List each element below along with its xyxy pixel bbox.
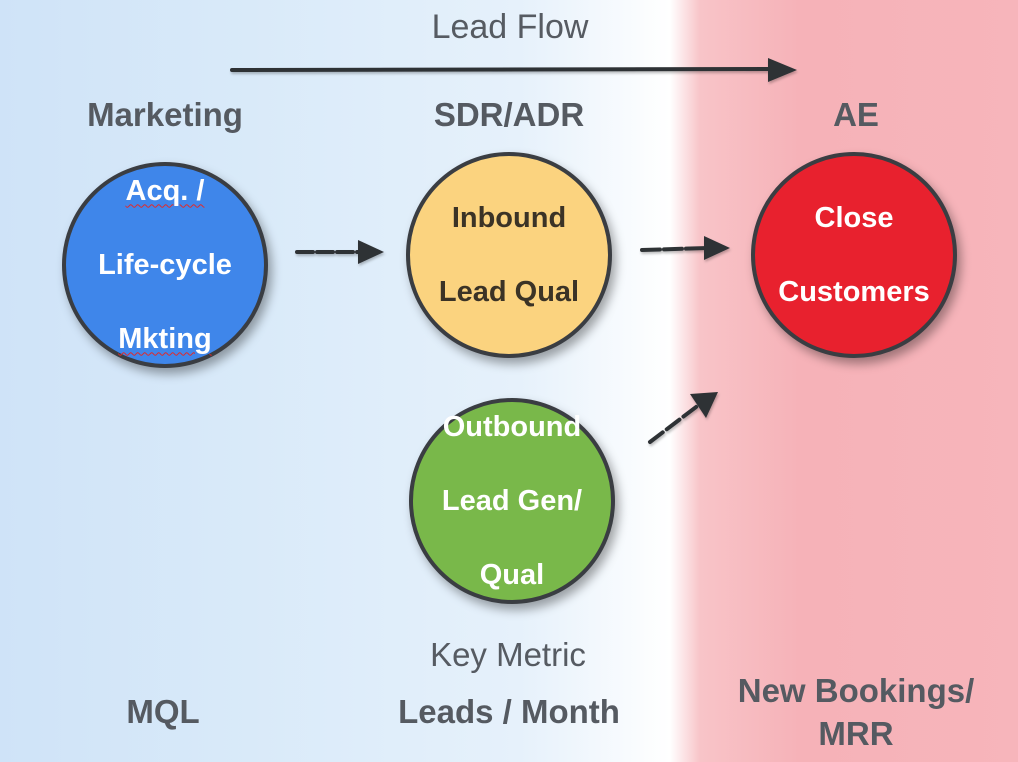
metric-ae-line1: New Bookings/ bbox=[737, 672, 975, 709]
node-acquisition-line2: Life-cycle bbox=[98, 248, 232, 281]
column-header-ae: AE bbox=[833, 96, 879, 133]
metric-sdr-adr: Leads / Month bbox=[398, 693, 620, 730]
metric-marketing: MQL bbox=[126, 693, 200, 730]
lead-flow-title: Lead Flow bbox=[431, 8, 589, 46]
column-header-marketing: Marketing bbox=[87, 96, 243, 133]
node-acquisition-line1: Acq. / bbox=[125, 174, 205, 207]
node-inbound-line2: Lead Qual bbox=[438, 275, 580, 308]
node-acquisition-label: Acq. / Life-cycle Mkting bbox=[98, 136, 232, 395]
node-outbound-line1: Outbound bbox=[442, 410, 582, 443]
metric-ae-line2: MRR bbox=[818, 715, 894, 752]
node-outbound-line3: Qual bbox=[479, 558, 545, 591]
node-outbound-line2: Lead Gen/ bbox=[441, 484, 583, 517]
node-close: Close Customers bbox=[751, 152, 957, 358]
node-inbound-line1: Inbound bbox=[451, 201, 567, 234]
arrow-inbound-to-close bbox=[640, 236, 730, 260]
node-outbound-label: Outbound Lead Gen/ Qual bbox=[442, 372, 582, 631]
node-inbound-label: Inbound Lead Qual bbox=[439, 163, 579, 348]
arrow-acquisition-to-inbound bbox=[295, 240, 384, 264]
node-acquisition-line3: Mkting bbox=[118, 322, 212, 355]
column-header-sdr-adr: SDR/ADR bbox=[433, 96, 585, 133]
node-close-line1: Close bbox=[814, 201, 894, 234]
key-metric-title: Key Metric bbox=[430, 636, 586, 673]
node-close-line2: Customers bbox=[778, 275, 930, 308]
node-acquisition: Acq. / Life-cycle Mkting bbox=[62, 162, 268, 368]
lead-flow-arrow bbox=[230, 58, 797, 82]
node-close-label: Close Customers bbox=[778, 163, 930, 348]
node-inbound: Inbound Lead Qual bbox=[406, 152, 612, 358]
node-outbound: Outbound Lead Gen/ Qual bbox=[409, 398, 615, 604]
arrow-outbound-to-close bbox=[648, 392, 718, 444]
